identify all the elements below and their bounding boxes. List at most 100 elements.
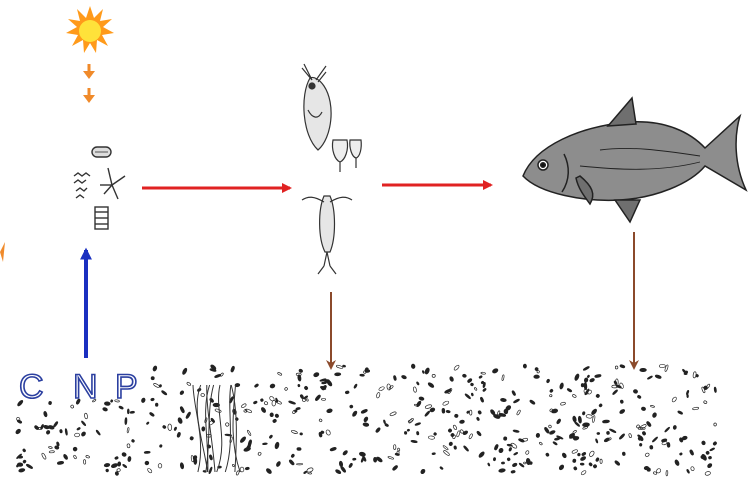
- sediment-particle: [41, 452, 47, 460]
- sediment-particle: [492, 368, 499, 374]
- sediment-particle: [95, 429, 101, 436]
- sediment-particle: [614, 460, 620, 466]
- sediment-particle: [641, 406, 646, 411]
- sediment-particle: [433, 432, 437, 436]
- sediment-particle: [70, 404, 74, 409]
- sediment-particle: [534, 367, 539, 371]
- sediment-particle: [628, 433, 632, 438]
- sediment-particle: [589, 450, 595, 457]
- sediment-particle: [48, 450, 55, 454]
- sediment-particle: [302, 398, 306, 402]
- sediment-particle: [353, 383, 358, 389]
- sediment-particle: [17, 399, 24, 407]
- sediment-particle: [556, 435, 564, 440]
- sediment-particle: [476, 430, 482, 437]
- partial-arrow-mark: [0, 242, 5, 262]
- sediment-particle: [284, 387, 288, 391]
- sediment-particle: [319, 378, 327, 382]
- sediment-particle: [406, 428, 410, 432]
- sediment-particle: [471, 392, 474, 397]
- sediment-particle: [243, 446, 251, 452]
- sediment-root-streak: [216, 384, 223, 473]
- sediment-particle: [619, 364, 626, 369]
- sediment-particle: [533, 374, 540, 379]
- sediment-particle: [306, 398, 309, 402]
- sediment-particle: [269, 434, 273, 439]
- sediment-particle: [588, 462, 593, 467]
- sediment-particle: [126, 427, 130, 434]
- sediment-particle: [320, 430, 325, 434]
- sediment-particle: [177, 417, 183, 424]
- sediment-particle: [692, 371, 697, 379]
- sediment-particle: [581, 452, 587, 456]
- sediment-particle: [704, 471, 711, 476]
- sediment-particle: [297, 384, 301, 388]
- sediment-particle: [208, 466, 213, 475]
- sediment-particle: [325, 429, 331, 436]
- sediment-particle: [591, 408, 597, 415]
- sediment-particle: [490, 409, 496, 416]
- sediment-particle: [158, 384, 162, 388]
- sediment-particle: [161, 390, 168, 396]
- sediment-root-streak: [205, 384, 211, 473]
- sediment-particle: [506, 443, 513, 447]
- sediment-particle: [263, 401, 269, 406]
- sediment-particle: [480, 396, 484, 403]
- sediment-particle: [352, 457, 357, 461]
- sediment-particle: [498, 468, 506, 473]
- sediment-particle: [304, 386, 309, 390]
- sediment-particle: [442, 400, 450, 406]
- sediment-particle: [613, 380, 618, 385]
- sediment-particle: [594, 374, 602, 378]
- energy-arrow-lower: [83, 88, 95, 103]
- sediment-particle: [260, 398, 264, 402]
- sediment-particle: [321, 397, 326, 401]
- sediment-particle: [157, 463, 163, 469]
- sediment-particle: [201, 426, 206, 432]
- sediment-particle: [291, 430, 298, 434]
- sediment-particle: [427, 382, 435, 388]
- sediment-particle: [290, 453, 295, 458]
- sediment-particle: [478, 375, 483, 379]
- sediment-particle: [713, 422, 717, 427]
- sediment-particle: [192, 455, 198, 460]
- sediment-particle: [562, 452, 567, 459]
- energy-arrows: [83, 64, 95, 103]
- sediment-particle: [448, 428, 452, 433]
- sediment-particle: [359, 451, 366, 457]
- sediment-particle: [449, 376, 454, 382]
- sediment-particle: [574, 373, 580, 381]
- sediment-particle: [468, 433, 473, 440]
- sediment-particle: [209, 454, 213, 461]
- sediment-particle: [652, 412, 657, 418]
- sediment-particle: [396, 450, 400, 456]
- sediment-particle: [274, 441, 280, 450]
- sediment-particle: [53, 421, 59, 428]
- sediment-particle: [127, 408, 130, 415]
- sediment-particle: [525, 450, 530, 455]
- sediment-particle: [572, 394, 577, 398]
- sediment-particle: [556, 418, 561, 425]
- sediment-particle: [494, 444, 499, 451]
- sediment-particle: [582, 411, 586, 416]
- sediment-root-streak: [205, 384, 215, 473]
- sediment-particle: [105, 468, 109, 473]
- sediment-particle: [230, 365, 235, 373]
- sediment-particle: [642, 431, 646, 436]
- sediment-particle: [487, 462, 491, 467]
- sediment-particle: [141, 397, 146, 403]
- sediment-particle: [677, 410, 683, 415]
- sediment-particle: [200, 393, 205, 397]
- sediment-particle: [40, 424, 44, 430]
- sediment-particle: [364, 417, 368, 421]
- sediment-particle: [652, 436, 658, 443]
- sediment-particle: [664, 426, 670, 433]
- sediment-particle: [162, 425, 167, 429]
- sediment-particle: [56, 441, 60, 447]
- sediment-particle: [269, 383, 276, 389]
- sediment-particle: [454, 413, 459, 418]
- sediment-particle: [654, 374, 662, 379]
- sediment-particle: [43, 411, 48, 418]
- sediment-particle: [467, 378, 473, 383]
- sediment-particle: [619, 409, 626, 414]
